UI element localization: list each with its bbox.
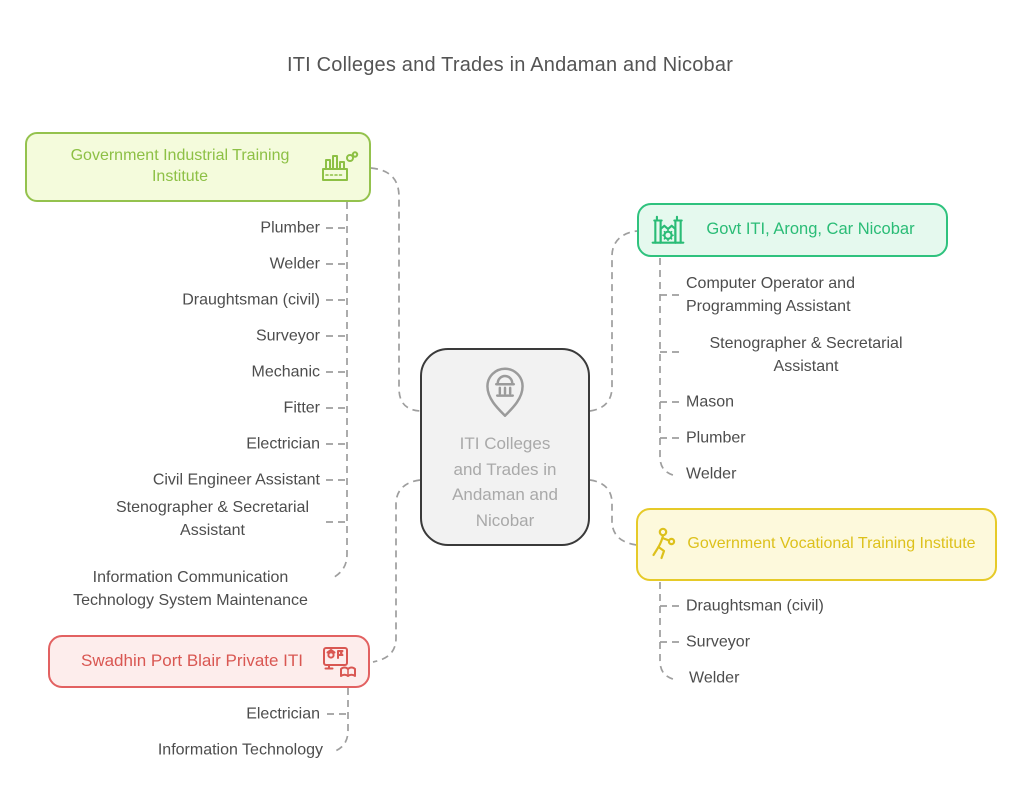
industrial-plant-gear-icon — [649, 211, 687, 249]
factory-icon — [319, 149, 359, 185]
trade-item: Draughtsman (civil) — [686, 597, 824, 615]
trade-item: Information Technology — [157, 741, 323, 759]
node-swadhin-port-blair-private-iti: Swadhin Port Blair Private ITI — [48, 635, 370, 688]
trade-item: Mason — [686, 393, 735, 411]
trade-item: Electrician — [246, 435, 320, 453]
trade-item: Plumber — [260, 219, 320, 237]
trade-item: Surveyor — [255, 327, 320, 345]
online-education-icon — [320, 644, 358, 680]
diagram-title: ITI Colleges and Trades in Andaman and N… — [286, 54, 734, 76]
trade-item: Plumber — [686, 429, 746, 447]
node-label: Govt ITI, Arong, Car Nicobar — [706, 220, 915, 239]
node-label: Government Vocational Training Institute — [687, 535, 976, 553]
trade-item: Stenographer & Secretarial Assistant — [116, 498, 309, 539]
trade-item: Mechanic — [251, 363, 320, 381]
location-pin-institution-icon — [476, 362, 534, 429]
node-label: Government Industrial Training Institute — [70, 147, 290, 185]
trade-item: Draughtsman (civil) — [182, 291, 320, 309]
trade-item: Information Communication Technology Sys… — [73, 568, 308, 609]
trade-item: Stenographer & Secretarial Assistant — [709, 334, 903, 375]
trade-item: Computer Operator and Programming Assist… — [686, 274, 855, 315]
center-node-label: ITI Colleges and Trades in Andaman and N… — [452, 434, 558, 530]
person-training-icon — [648, 525, 680, 565]
trade-item: Fitter — [283, 399, 320, 417]
trade-item: Welder — [686, 465, 737, 483]
trade-item: Welder — [269, 255, 320, 273]
node-govt-iti-arong-car-nicobar: Govt ITI, Arong, Car Nicobar — [637, 203, 948, 257]
trade-item: Electrician — [246, 705, 320, 723]
node-government-industrial-training-institute: Government Industrial Training Institute — [25, 132, 371, 202]
center-node: ITI Colleges and Trades in Andaman and N… — [420, 348, 590, 546]
trade-item: Surveyor — [686, 633, 751, 651]
node-label: Swadhin Port Blair Private ITI — [80, 651, 304, 671]
node-government-vocational-training-institute: Government Vocational Training Institute — [636, 508, 997, 581]
trade-item: Civil Engineer Assistant — [152, 471, 320, 489]
trade-item: Welder — [689, 669, 740, 687]
